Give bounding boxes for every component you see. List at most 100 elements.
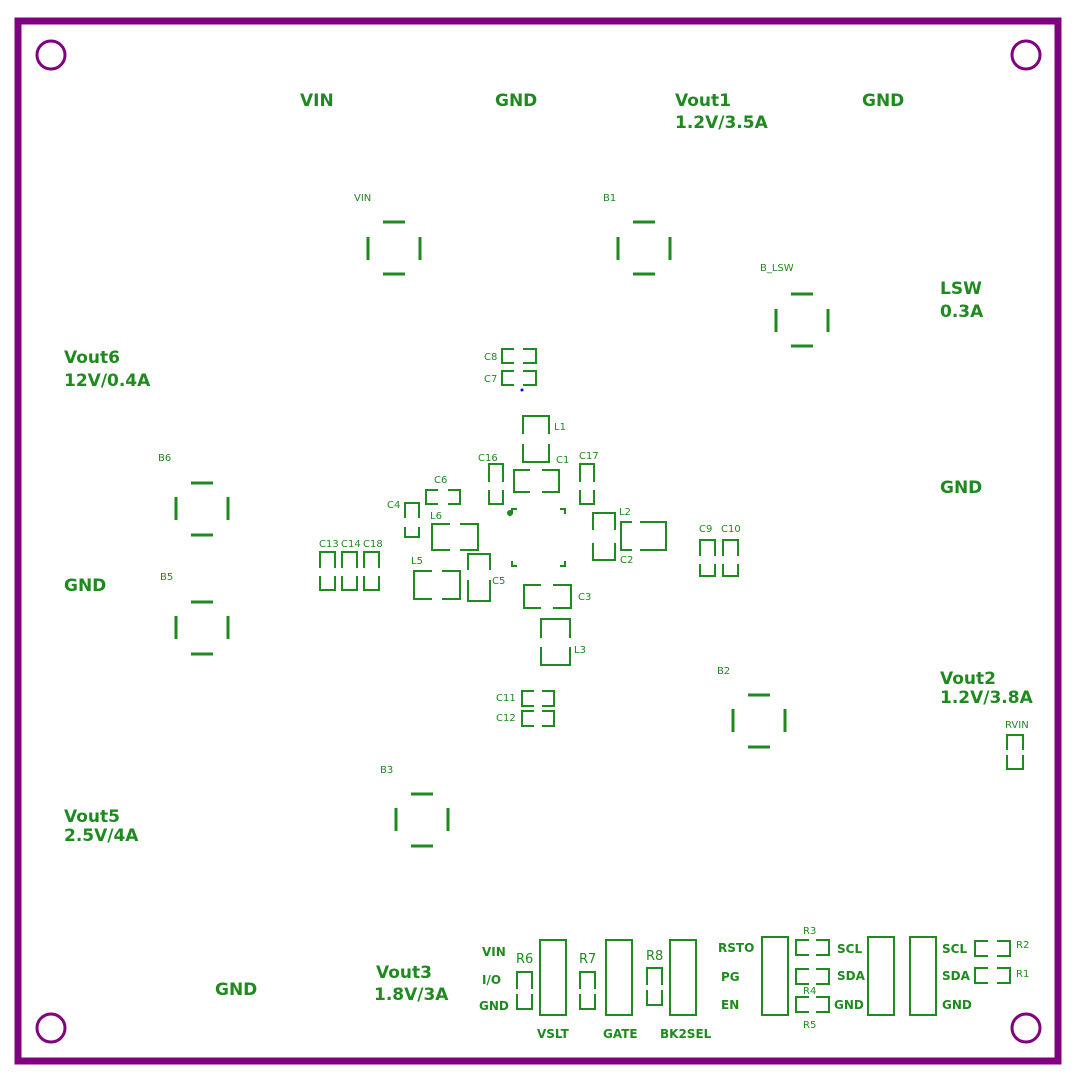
footprint-r6 bbox=[516, 971, 533, 1010]
refdes-b3: B3 bbox=[380, 765, 394, 776]
footprint-l2 bbox=[592, 512, 616, 561]
testpoint-b6 bbox=[174, 481, 230, 537]
label-vout2-spec: 1.2V/3.8A bbox=[940, 688, 1033, 708]
refdes-c7: C7 bbox=[484, 374, 498, 385]
header-label-vslt: VSLT bbox=[537, 1027, 569, 1041]
refdes-c18: C18 bbox=[363, 539, 383, 550]
testpoint-b3 bbox=[394, 792, 450, 848]
label-vout1-name: Vout1 bbox=[675, 91, 731, 111]
refdes-c17: C17 bbox=[579, 451, 599, 462]
refdes-r5: R5 bbox=[803, 1020, 817, 1031]
footprint-c2 bbox=[620, 521, 667, 551]
refdes-vin: VIN bbox=[354, 193, 372, 204]
footprint-r5 bbox=[795, 996, 830, 1013]
refdes-c16: C16 bbox=[478, 453, 498, 464]
label-lsw-spec: 0.3A bbox=[940, 302, 984, 322]
board-outline bbox=[14, 17, 1062, 1065]
footprint-c1 bbox=[513, 469, 560, 493]
footprint-l5 bbox=[413, 570, 461, 600]
label-vout2-name: Vout2 bbox=[940, 669, 996, 689]
refdes-r3: R3 bbox=[803, 926, 817, 937]
footprint-c13 bbox=[319, 551, 336, 591]
refdes-r4: R4 bbox=[803, 986, 817, 997]
refdes-l6: L6 bbox=[430, 511, 442, 522]
refdes-c3: C3 bbox=[578, 592, 592, 603]
refdes-r7: R7 bbox=[579, 952, 597, 967]
footprint-r1 bbox=[974, 967, 1011, 984]
footprint-r4 bbox=[795, 968, 830, 985]
footprint-ic bbox=[511, 508, 566, 567]
refdes-r2: R2 bbox=[1016, 940, 1030, 951]
testpoint-b1 bbox=[616, 220, 672, 276]
label-vout6-spec: 12V/0.4A bbox=[64, 371, 151, 391]
mount-hole-bottom-right bbox=[1010, 1012, 1042, 1044]
footprint-c7 bbox=[501, 370, 537, 386]
footprint-c11 bbox=[521, 690, 555, 707]
refdes-b-lsw: B_LSW bbox=[760, 263, 794, 274]
testpoint-b-lsw bbox=[774, 292, 830, 348]
refdes-l2: L2 bbox=[619, 507, 631, 518]
label-bottom-gnd: GND bbox=[215, 980, 258, 1000]
testpoint-b5 bbox=[174, 600, 230, 656]
pin-label-pg: PG bbox=[721, 970, 740, 984]
label-top-gnd-2: GND bbox=[862, 91, 905, 111]
footprint-c9 bbox=[699, 539, 716, 577]
footprint-r7 bbox=[579, 971, 596, 1010]
ic-pin1-mark bbox=[507, 510, 513, 516]
footprint-c16 bbox=[488, 463, 504, 505]
label-lsw-name: LSW bbox=[940, 279, 982, 299]
footprint-c8 bbox=[501, 348, 537, 364]
testpoint-vin bbox=[366, 220, 422, 276]
pin-label-gnd-2: GND bbox=[834, 998, 864, 1012]
header-label-bk2sel: BK2SEL bbox=[660, 1027, 712, 1041]
footprint-c5 bbox=[467, 553, 491, 602]
label-top-vin: VIN bbox=[300, 91, 334, 111]
label-vout5-spec: 2.5V/4A bbox=[64, 826, 139, 846]
label-vout6-name: Vout6 bbox=[64, 348, 120, 368]
refdes-b6: B6 bbox=[158, 453, 172, 464]
header-rsto-pg-en bbox=[761, 936, 789, 1016]
refdes-c4: C4 bbox=[387, 500, 401, 511]
label-vout3-name: Vout3 bbox=[376, 963, 432, 983]
footprint-c3 bbox=[523, 584, 572, 609]
mount-hole-bottom-left bbox=[35, 1012, 67, 1044]
pin-label-en: EN bbox=[721, 998, 740, 1012]
fiducial-mark bbox=[520, 388, 524, 392]
pin-label-rsto: RSTO bbox=[718, 941, 755, 955]
pin-label-sda-1: SDA bbox=[837, 969, 865, 983]
footprint-c17 bbox=[579, 463, 595, 505]
label-vout5-name: Vout5 bbox=[64, 807, 120, 827]
footprint-l6 bbox=[431, 523, 479, 551]
label-right-gnd: GND bbox=[940, 478, 983, 498]
pin-label-gnd-3: GND bbox=[942, 998, 972, 1012]
refdes-c8: C8 bbox=[484, 352, 498, 363]
mount-hole-top-left bbox=[35, 39, 67, 71]
refdes-l3: L3 bbox=[574, 645, 586, 656]
refdes-c1: C1 bbox=[556, 455, 570, 466]
footprint-r2 bbox=[974, 940, 1011, 957]
refdes-c14: C14 bbox=[341, 539, 361, 550]
refdes-c13: C13 bbox=[319, 539, 339, 550]
pin-label-vin: VIN bbox=[482, 945, 506, 959]
refdes-l1: L1 bbox=[554, 422, 566, 433]
refdes-b1: B1 bbox=[603, 193, 617, 204]
refdes-r8: R8 bbox=[646, 949, 664, 964]
label-vout3-spec: 1.8V/3A bbox=[374, 985, 449, 1005]
refdes-b2: B2 bbox=[717, 666, 731, 677]
mount-hole-top-right bbox=[1010, 39, 1042, 71]
footprint-r8 bbox=[646, 967, 663, 1006]
refdes-r1: R1 bbox=[1016, 969, 1030, 980]
footprint-c6 bbox=[425, 489, 461, 505]
pin-label-scl-2: SCL bbox=[942, 942, 968, 956]
testpoint-b2 bbox=[731, 693, 787, 749]
label-left-gnd: GND bbox=[64, 576, 107, 596]
footprint-c18 bbox=[363, 551, 380, 591]
refdes-l5: L5 bbox=[411, 556, 423, 567]
footprint-c12 bbox=[521, 710, 555, 727]
header-label-gate: GATE bbox=[603, 1027, 638, 1041]
footprint-c14 bbox=[341, 551, 358, 591]
refdes-c6: C6 bbox=[434, 475, 448, 486]
pin-label-sda-2: SDA bbox=[942, 969, 970, 983]
refdes-r6: R6 bbox=[516, 952, 534, 967]
